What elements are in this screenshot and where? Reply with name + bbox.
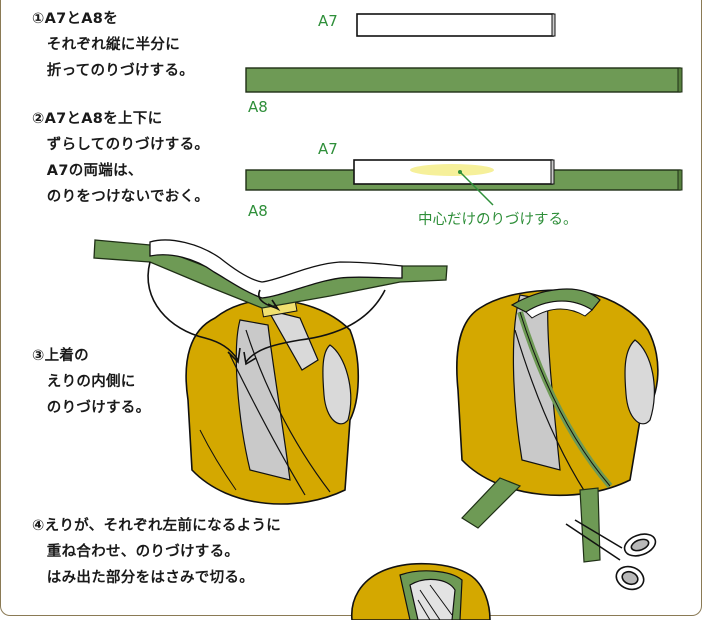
jacket-step3	[185, 296, 360, 505]
label-a7-mid: A7	[318, 140, 338, 158]
step-2-text: ②A7とA8を上下に ずらしてのりづけする。 A7の両端は、 のりをつけないでお…	[32, 111, 210, 205]
placement-arrows	[147, 261, 386, 366]
step-1-text: ①A7とA8を それぞれ縦に半分に 折ってのりづけする。	[32, 11, 195, 79]
label-a8-mid: A8	[248, 202, 268, 220]
strip-a8-folded	[245, 67, 683, 93]
strip-a7-glued	[353, 159, 555, 185]
strip-a7-folded	[356, 13, 556, 37]
jacket-finished	[456, 288, 659, 563]
step-3-text: ③上着の えりの内側に のりづけする。	[32, 348, 151, 416]
scissors-icon	[565, 519, 657, 591]
label-a7-top: A7	[318, 12, 338, 30]
glue-pointer-line	[459, 171, 494, 206]
glue-note: 中心だけのりづけする。	[418, 212, 578, 228]
step-4-text: ④えりが、それぞれ左前になるように 重ね合わせ、のりづけする。 はみ出た部分をは…	[32, 518, 282, 586]
strip-above-jacket	[93, 239, 448, 309]
jacket-bottom-partial	[350, 562, 491, 620]
label-a8-top: A8	[248, 98, 268, 116]
